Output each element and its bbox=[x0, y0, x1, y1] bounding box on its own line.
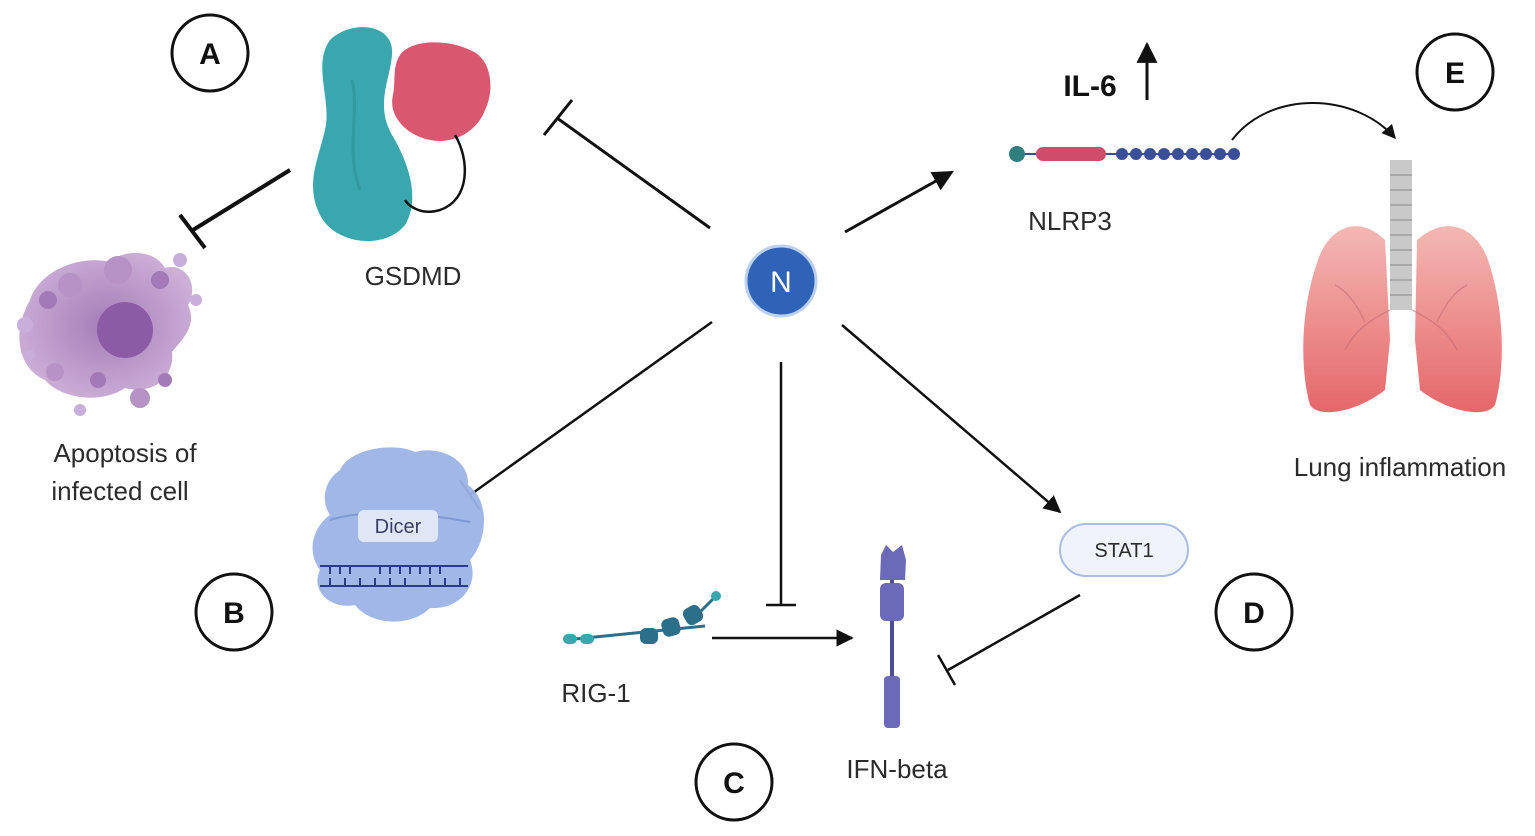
il6-label: IL-6 bbox=[1063, 70, 1116, 103]
svg-text:C: C bbox=[723, 767, 745, 800]
panel-marker-d: D bbox=[1214, 572, 1294, 652]
apoptosis-label-line2: infected cell bbox=[51, 476, 188, 506]
stat1-label: STAT1 bbox=[1094, 540, 1153, 562]
panel-marker-c: C bbox=[694, 742, 774, 822]
apoptotic-cell-icon bbox=[17, 252, 202, 416]
rig1-label: RIG-1 bbox=[561, 678, 630, 708]
apoptosis-label-line1: Apoptosis of bbox=[53, 438, 197, 468]
ifn-receptor-icon bbox=[880, 545, 906, 728]
panel-marker-e: E bbox=[1415, 32, 1495, 112]
panel-marker-a: A bbox=[170, 13, 250, 93]
n-activates-stat1 bbox=[841, 324, 1062, 514]
lung-inflammation-label: Lung inflammation bbox=[1294, 452, 1506, 482]
n-inhibits-rig1-ifn bbox=[766, 362, 796, 607]
stat1-inhibits-ifn bbox=[936, 593, 1081, 686]
stat1-box: STAT1 bbox=[1059, 523, 1189, 577]
dicer-label: Dicer bbox=[375, 516, 422, 538]
n-activates-nlrp3 bbox=[844, 170, 954, 234]
svg-text:E: E bbox=[1445, 57, 1465, 90]
panel-marker-b: B bbox=[194, 572, 274, 652]
rig1-receptor-icon bbox=[563, 591, 721, 644]
gsdmd-label: GSDMD bbox=[365, 261, 462, 291]
n-protein-node: N bbox=[744, 244, 818, 318]
lungs-icon bbox=[1303, 160, 1502, 413]
svg-text:D: D bbox=[1243, 597, 1265, 630]
svg-text:N: N bbox=[770, 266, 792, 299]
nlrp3-activates-lung bbox=[1231, 102, 1396, 141]
nlrp3-label: NLRP3 bbox=[1028, 206, 1112, 236]
gsdmd-inhibits-apoptosis bbox=[178, 168, 292, 250]
dicer-enzyme-icon: Dicer bbox=[312, 447, 484, 622]
n-inhibits-dicer bbox=[458, 320, 713, 511]
gsdmd-protein-icon bbox=[313, 27, 491, 242]
n-inhibits-gsdmd bbox=[542, 99, 711, 230]
svg-text:A: A bbox=[199, 38, 221, 71]
svg-text:B: B bbox=[223, 597, 245, 630]
ifn-beta-label: IFN-beta bbox=[846, 754, 948, 784]
nlrp3-chain-icon bbox=[1009, 146, 1240, 162]
